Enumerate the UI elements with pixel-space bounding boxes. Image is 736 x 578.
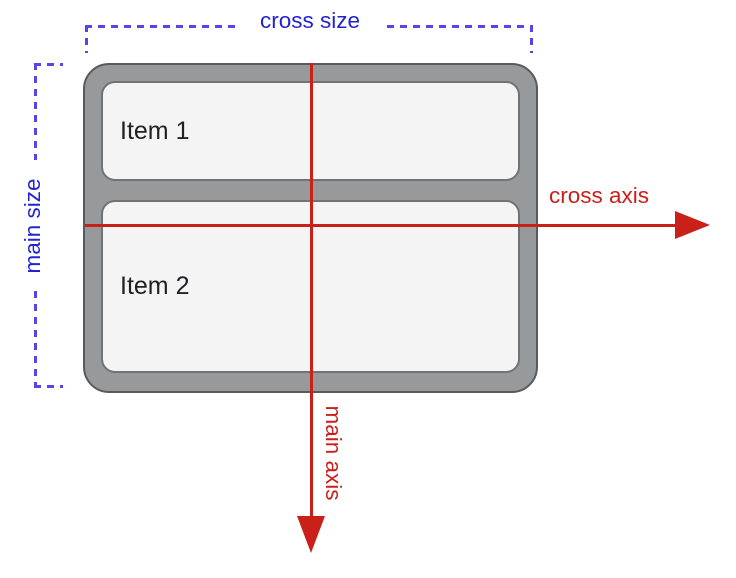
main-size-bracket-upper-dash <box>34 63 37 160</box>
cross-axis-arrowhead-icon <box>675 211 710 239</box>
main-axis-label: main axis <box>321 405 346 501</box>
cross-size-bracket-left-dash <box>85 25 237 28</box>
main-size-bracket-top-tick <box>34 63 63 66</box>
main-axis-arrowhead-icon <box>297 516 325 553</box>
cross-size-label: cross size <box>259 8 361 33</box>
main-size-label: main size <box>20 178 45 274</box>
main-size-bracket-bottom-tick <box>34 385 63 388</box>
flex-item-2-label: Item 2 <box>120 272 190 300</box>
cross-size-bracket-left-tick <box>85 25 88 53</box>
main-size-bracket-lower-dash <box>34 291 37 388</box>
flex-item-1-label: Item 1 <box>120 116 190 145</box>
main-axis-line <box>310 63 313 517</box>
cross-size-bracket-right-tick <box>530 25 533 53</box>
cross-size-bracket-right-dash <box>387 25 533 28</box>
cross-axis-line <box>85 224 675 227</box>
cross-axis-label: cross axis <box>549 183 650 208</box>
